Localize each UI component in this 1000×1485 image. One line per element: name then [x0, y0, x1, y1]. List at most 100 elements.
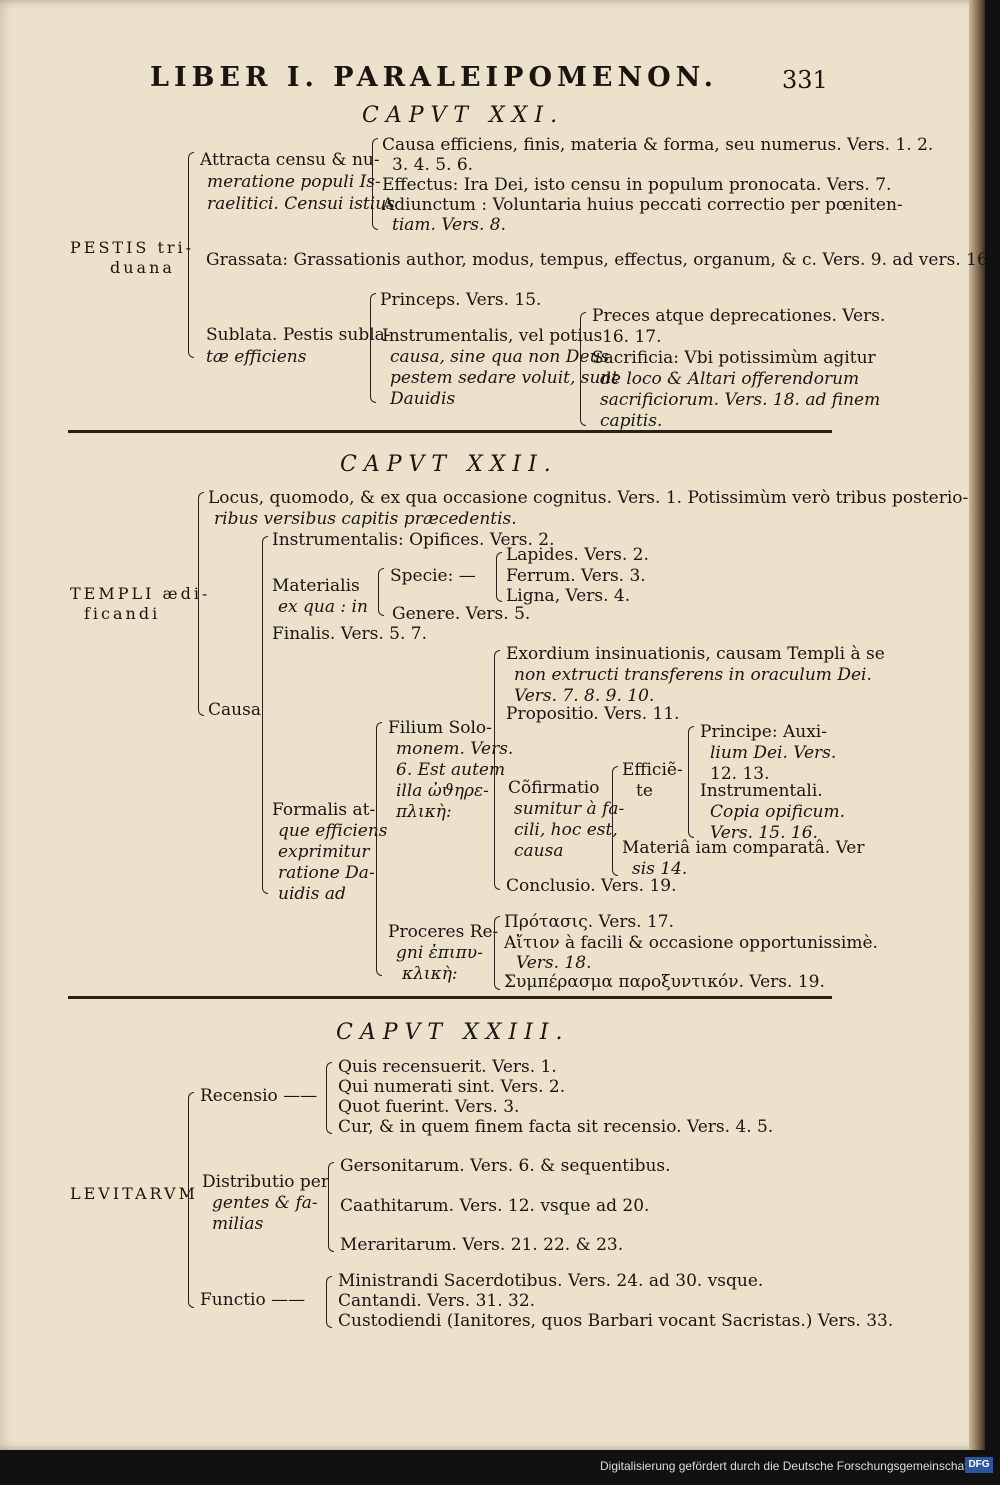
dfg-logo: DFG	[965, 1457, 993, 1473]
c21-attracta-item-1: Causa efficiens, finis, materia & forma,…	[382, 135, 934, 155]
c21-attracta-2: meratione populi Is-	[207, 172, 381, 192]
c22-locus-2: ribus versibus capitis præcedentis.	[214, 509, 517, 529]
c21-root-line2: duana	[110, 258, 175, 277]
c22-proceres-1: Proceres Re-	[388, 922, 499, 942]
c21-instrumentalis-2: causa, sine qua non Deus	[390, 347, 610, 367]
c23-distributio-2: gentes & fa-	[212, 1193, 318, 1213]
c21-instrumentalis-3: pestem sedare voluit, sunt	[390, 368, 619, 388]
book-page: LIBER I. PARALEIPOMENON. 331 CAPVT XXI. …	[0, 0, 985, 1450]
c22-causa-bracket	[262, 536, 268, 894]
c23-distributio-3: milias	[212, 1214, 264, 1234]
c22-confirmatio-1: Cõfirmatio	[508, 778, 600, 798]
c22-efficiente-bracket	[688, 726, 694, 838]
c22-instrumentali-2: Copia opificum.	[710, 802, 845, 822]
c22-filium-bracket	[494, 650, 500, 890]
c22-exordium-3: Vers. 7. 8. 9. 10.	[514, 686, 655, 706]
c22-causa: Causa	[208, 700, 261, 720]
c21-sacrificia-4: capitis.	[600, 411, 663, 431]
c22-instrumentali-3: Vers. 15. 16.	[710, 823, 818, 843]
c23-functio: Functio ——	[200, 1290, 306, 1310]
c22-filium-5: πλικὴ:	[396, 802, 452, 822]
c22-propositio: Propositio. Vers. 11.	[506, 704, 680, 724]
c22-formalis-bracket	[376, 722, 382, 976]
c23-recensio-bracket	[326, 1062, 332, 1134]
c23-functio-bracket	[326, 1276, 332, 1328]
c21-sublata-bracket	[370, 293, 376, 403]
c21-sacrificia-3: sacrificiorum. Vers. 18. ad finem	[600, 390, 881, 410]
c21-instrumentalis-4: Dauidis	[390, 389, 456, 409]
c23-distributio-1: Distributio per	[202, 1172, 329, 1192]
c22-confirmatio-bracket	[612, 766, 618, 876]
c23-recensio-item-4: Cur, & in quem finem facta sit recensio.…	[338, 1117, 774, 1137]
c21-instr-bracket	[580, 312, 586, 426]
c21-attracta-1: Attracta censu & nu-	[200, 150, 380, 170]
c22-filium-2: monem. Vers.	[396, 739, 514, 759]
c22-root-line1: TEMPLI ædi-	[70, 584, 211, 603]
c23-distributio-item-2: Caathitarum. Vers. 12. vsque ad 20.	[340, 1196, 650, 1216]
c22-principe-2: lium Dei. Vers.	[710, 743, 837, 763]
c22-materia-1: Materiâ iam comparatâ. Ver	[622, 838, 865, 858]
c21-instrumentalis-1: Instrumentalis, vel potius	[382, 326, 603, 346]
c22-proceres-item-4: Συμπέρασμα παροξυντικόν. Vers. 19.	[504, 972, 825, 992]
c22-genere: Genere. Vers. 5.	[392, 604, 531, 624]
divider-2	[68, 996, 832, 999]
c22-principe-3: 12. 13.	[710, 764, 770, 784]
c22-proceres-item-1: Πρότασις. Vers. 17.	[504, 912, 675, 932]
c22-principe-1: Principe: Auxi-	[700, 722, 827, 742]
c23-recensio-item-2: Qui numerati sint. Vers. 2.	[338, 1077, 566, 1097]
c22-locus-1: Locus, quomodo, & ex qua occasione cogni…	[208, 488, 969, 508]
c22-confirmatio-4: causa	[514, 841, 564, 861]
c22-materialis-1: Materialis	[272, 576, 360, 596]
chapter-21-heading: CAPVT XXI.	[362, 103, 565, 128]
c23-recensio-item-1: Quis recensuerit. Vers. 1.	[338, 1057, 557, 1077]
chapter-23-heading: CAPVT XXIII.	[336, 1020, 570, 1045]
page-number: 331	[782, 66, 828, 94]
digitization-credit: Digitalisierung gefördert durch die Deut…	[600, 1459, 979, 1473]
c23-recensio: Recensio ——	[200, 1086, 318, 1106]
c21-grassata: Grassata: Grassationis author, modus, te…	[206, 250, 985, 270]
c22-filium-1: Filium Solo-	[388, 718, 492, 738]
c21-preces-2: 16. 17.	[602, 327, 662, 347]
c22-root-line2: ficandi	[84, 604, 161, 623]
c22-materia-2: sis 14.	[632, 859, 688, 879]
c21-attracta-3: raelitici. Censui istius	[207, 194, 395, 214]
c22-instrumentali-1: Instrumentali.	[700, 781, 823, 801]
c22-materialis-2: ex qua : in	[278, 597, 368, 617]
divider-1	[68, 430, 832, 433]
c22-ferrum: Ferrum. Vers. 3.	[506, 566, 646, 586]
c22-filium-4: illa ὠϑηρε-	[396, 781, 489, 801]
c22-proceres-item-2: Αἴτιον à facili & occasione opportunissi…	[504, 933, 878, 953]
c23-distributio-item-1: Gersonitarum. Vers. 6. & sequentibus.	[340, 1156, 671, 1176]
c22-formalis-4: ratione Da-	[278, 863, 375, 883]
c21-princeps: Princeps. Vers. 15.	[380, 290, 542, 310]
c22-formalis-5: uidis ad	[278, 884, 346, 904]
c22-proceres-3: κλικὴ:	[402, 964, 458, 984]
c21-sublata-1: Sublata. Pestis subla-	[206, 325, 391, 345]
c23-functio-item-2: Cantandi. Vers. 31. 32.	[338, 1291, 536, 1311]
c22-filium-3: 6. Est autem	[396, 760, 506, 780]
c22-confirmatio-2: sumitur à fa-	[514, 799, 625, 819]
c21-attracta-item-3: Effectus: Ira Dei, isto censu in populum…	[382, 175, 892, 195]
c21-attracta-item-2: 3. 4. 5. 6.	[392, 155, 474, 175]
c21-root-bracket	[188, 152, 194, 358]
c22-efficiente-1: Efficiẽ-	[622, 760, 683, 780]
c22-exordium-2: non extructi transferens in oraculum Dei…	[514, 665, 872, 685]
c22-materialis-bracket	[378, 568, 384, 616]
c22-specie-bracket	[496, 552, 502, 602]
running-title: LIBER I. PARALEIPOMENON.	[150, 62, 718, 93]
c22-conclusio: Conclusio. Vers. 19.	[506, 876, 677, 896]
c23-root: LEVITARVM	[70, 1184, 198, 1203]
chapter-22-heading: CAPVT XXII.	[340, 452, 558, 477]
c21-attracta-bracket	[372, 138, 378, 230]
c22-proceres-bracket	[494, 916, 500, 990]
c22-proceres-item-3: Vers. 18.	[516, 953, 592, 973]
c21-sacrificia-2: de loco & Altari offerendorum	[600, 369, 860, 389]
c22-root-bracket	[198, 492, 204, 716]
c21-sacrificia-1: Sacrificia: Vbi potissimùm agitur	[592, 348, 876, 368]
c21-attracta-item-5: tiam. Vers. 8.	[392, 215, 506, 235]
c22-efficiente-2: te	[636, 781, 653, 801]
c21-preces-1: Preces atque deprecationes. Vers.	[592, 306, 886, 326]
c22-confirmatio-3: cili, hoc est,	[514, 820, 618, 840]
c22-formalis-1: Formalis at-	[272, 800, 376, 820]
page-edge	[969, 0, 985, 1450]
